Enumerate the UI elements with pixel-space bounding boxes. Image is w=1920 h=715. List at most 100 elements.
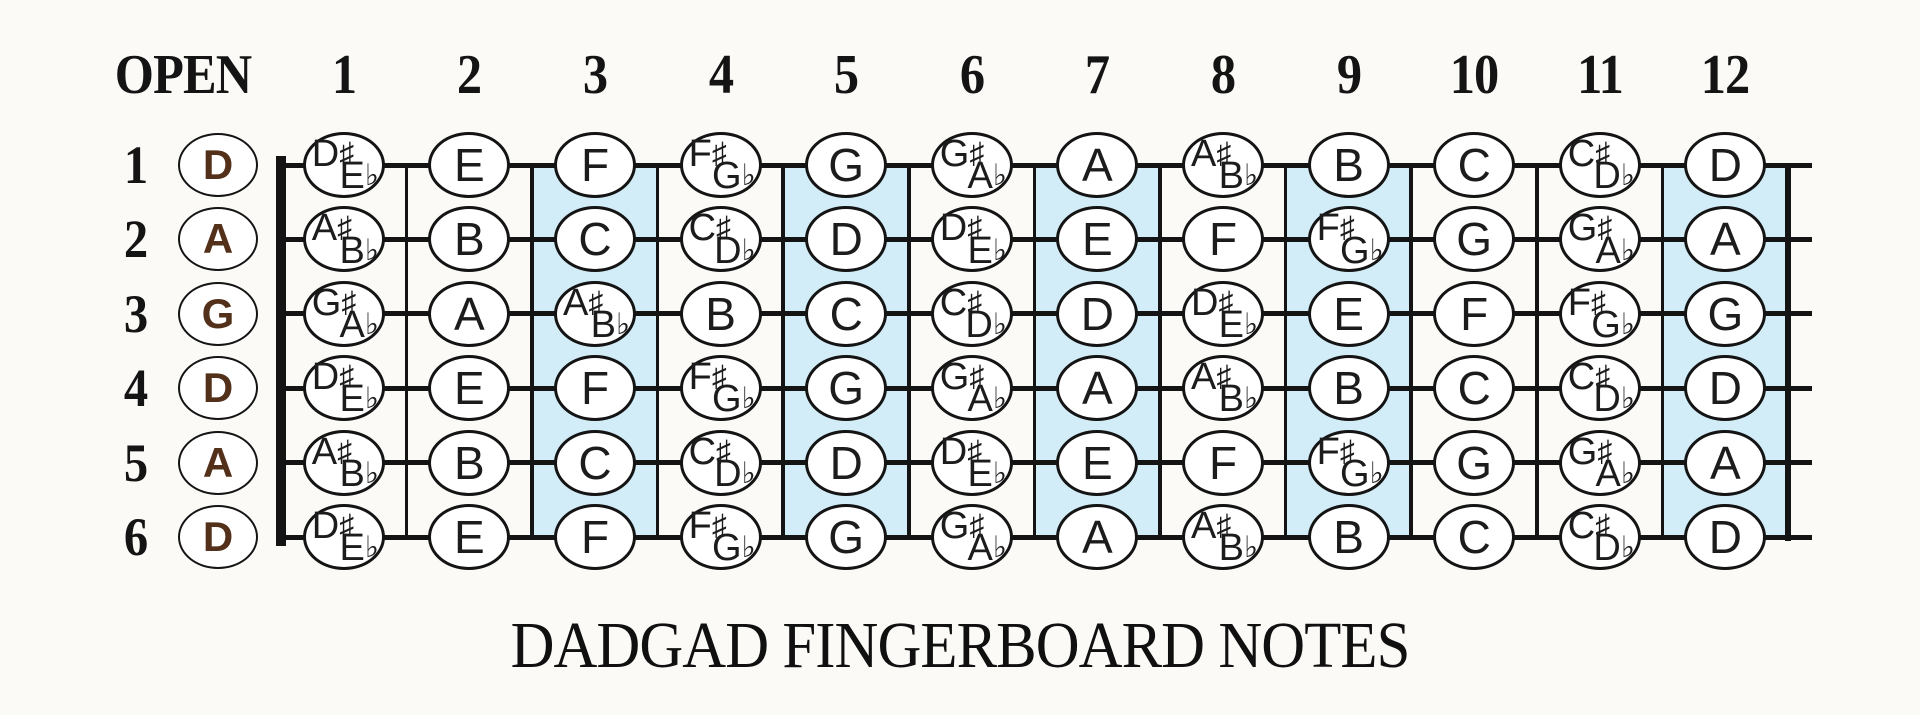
note-circle-string-5-fret-4: C♯D♭ <box>679 429 762 496</box>
fret-number-7: 7 <box>1085 44 1110 106</box>
note-label: G <box>1456 436 1493 489</box>
flat-note-label: B♭ <box>339 452 379 495</box>
flat-note-label: E♭ <box>1218 303 1258 346</box>
flat-note-label: D♭ <box>1593 155 1635 198</box>
string-line-6 <box>281 534 1812 540</box>
note-circle-string-5-fret-12: A <box>1684 429 1767 496</box>
note-circle-string-4-fret-1: D♯E♭ <box>302 355 385 422</box>
note-label: G <box>828 511 865 563</box>
note-circle-string-5-fret-1: A♯B♭ <box>302 429 385 496</box>
fret-number-10: 10 <box>1449 44 1500 106</box>
note-circle-string-6-fret-5: G <box>805 504 888 570</box>
note-circle-string-4-fret-9: B <box>1307 355 1390 422</box>
flat-note-label: G♭ <box>712 527 756 570</box>
note-label: A <box>1082 362 1113 415</box>
note-circle-string-1-fret-3: F <box>554 132 636 198</box>
string-line-5 <box>281 460 1812 466</box>
note-circle-string-2-fret-2: B <box>428 206 511 273</box>
sharp-note-label: F♯ <box>1316 430 1355 473</box>
note-label: A <box>1082 139 1113 191</box>
fret-number-9: 9 <box>1336 44 1361 106</box>
note-label: D <box>1708 511 1742 563</box>
note-circle-string-5-fret-8: F <box>1182 429 1264 496</box>
note-label: G <box>828 139 865 191</box>
flat-note-label: A♭ <box>967 527 1007 570</box>
sharp-note-label: G♯ <box>1567 430 1613 473</box>
open-note-circle-string-2: A <box>178 207 258 272</box>
string-number-5: 5 <box>123 432 149 493</box>
note-circle-string-5-fret-5: D <box>805 429 888 496</box>
fret-number-12: 12 <box>1701 44 1751 106</box>
open-note-circle-string-5: A <box>178 430 258 495</box>
fret-number-8: 8 <box>1210 44 1236 106</box>
note-label: F <box>1208 436 1238 489</box>
flat-note-label: A♭ <box>967 378 1007 421</box>
sharp-note-label: G♯ <box>311 281 357 324</box>
note-circle-string-4-fret-10: C <box>1433 355 1516 422</box>
open-note-label: D <box>202 141 234 188</box>
note-circle-string-3-fret-5: C <box>805 280 888 347</box>
fret-number-4: 4 <box>708 44 733 106</box>
note-circle-string-3-fret-1: G♯A♭ <box>302 280 385 347</box>
note-label: B <box>454 213 485 266</box>
string-number-6: 6 <box>123 507 149 567</box>
note-label: C <box>1457 139 1491 191</box>
note-circle-string-2-fret-4: C♯D♭ <box>679 206 762 273</box>
sharp-note-label: C♯ <box>939 281 983 324</box>
note-label: F <box>580 511 610 563</box>
string-number-3: 3 <box>123 283 149 344</box>
note-circle-string-2-fret-12: A <box>1684 206 1767 273</box>
fret-line-11 <box>1660 165 1665 539</box>
note-circle-string-6-fret-6: G♯A♭ <box>930 504 1013 570</box>
note-circle-string-3-fret-11: F♯G♭ <box>1558 280 1641 347</box>
flat-note-label: G♭ <box>1340 229 1384 272</box>
note-label: E <box>1333 287 1364 340</box>
sharp-note-label: A♯ <box>563 281 604 324</box>
note-label: G <box>1456 213 1493 266</box>
note-label: B <box>454 436 485 489</box>
flat-note-label: E♭ <box>339 155 379 198</box>
sharp-note-label: F♯ <box>1316 207 1355 250</box>
sharp-note-label: D♯ <box>939 207 983 250</box>
string-line-2 <box>281 236 1812 242</box>
string-number-1: 1 <box>123 135 149 195</box>
fret-number-2: 2 <box>457 44 482 106</box>
fret-line-9 <box>1409 165 1413 539</box>
sharp-note-label: C♯ <box>688 207 731 250</box>
note-circle-string-5-fret-3: C <box>554 429 636 496</box>
note-label: E <box>454 511 485 563</box>
note-label: E <box>454 362 485 415</box>
flat-note-label: G♭ <box>1591 303 1635 346</box>
string-line-1 <box>281 162 1812 168</box>
note-label: A <box>1082 511 1113 563</box>
note-circle-string-6-fret-12: D <box>1684 504 1767 570</box>
note-circle-string-3-fret-6: C♯D♭ <box>930 280 1013 347</box>
flat-note-label: B♭ <box>1218 527 1258 570</box>
note-label: E <box>1082 213 1113 266</box>
sharp-note-label: F♯ <box>688 133 727 175</box>
flat-note-label: D♭ <box>965 303 1007 346</box>
note-circle-string-1-fret-7: A <box>1056 132 1139 198</box>
sharp-note-label: D♯ <box>311 505 355 547</box>
fret-number-11: 11 <box>1576 44 1624 106</box>
flat-note-label: D♭ <box>714 229 756 272</box>
note-label: G <box>828 362 865 415</box>
sharp-note-label: D♯ <box>311 133 355 175</box>
note-circle-string-2-fret-1: A♯B♭ <box>302 206 385 273</box>
note-circle-string-3-fret-7: D <box>1056 280 1139 347</box>
string-number-2: 2 <box>123 209 149 270</box>
string-line-3 <box>281 311 1812 317</box>
sharp-note-label: A♯ <box>1191 356 1232 399</box>
fretboard-right-edge <box>1785 163 1792 541</box>
sharp-note-label: C♯ <box>1567 133 1611 175</box>
sharp-note-label: D♯ <box>311 356 355 399</box>
note-label: A <box>1710 213 1741 266</box>
note-circle-string-6-fret-3: F <box>554 504 636 570</box>
note-circle-string-2-fret-10: G <box>1433 206 1516 273</box>
flat-note-label: E♭ <box>339 378 379 421</box>
note-circle-string-4-fret-2: E <box>428 355 511 422</box>
open-note-circle-string-4: D <box>178 356 258 421</box>
flat-note-label: G♭ <box>712 155 756 198</box>
note-circle-string-3-fret-9: E <box>1307 280 1390 347</box>
